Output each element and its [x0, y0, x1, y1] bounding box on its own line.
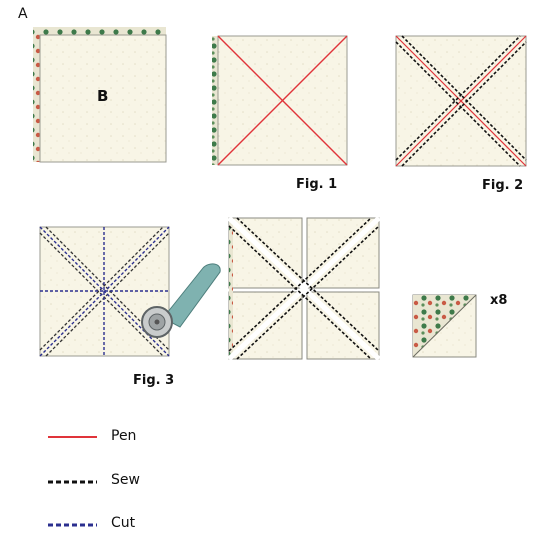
cut-pieces	[227, 216, 381, 361]
multiplier-label: x8	[490, 293, 508, 308]
square-b	[33, 27, 167, 163]
panel-label: A	[18, 6, 28, 22]
pen-line	[217, 35, 348, 166]
fig3-caption: Fig. 3	[133, 373, 175, 388]
legend-label-pen: Pen	[111, 428, 137, 444]
fig2-square	[395, 35, 527, 167]
cut-line	[39, 226, 170, 357]
rotary-cutter-icon	[141, 263, 221, 338]
sew-line	[401, 35, 527, 161]
single-hst-piece	[412, 294, 477, 358]
fig1-caption: Fig. 1	[296, 177, 338, 192]
sew-line	[395, 41, 521, 167]
legend-swatches	[48, 436, 97, 527]
sew-line	[401, 41, 527, 167]
fig3-square	[39, 226, 170, 357]
block-label: B	[97, 87, 109, 105]
fig2-caption: Fig. 2	[482, 178, 524, 193]
legend-label-cut: Cut	[111, 515, 136, 531]
legend-label-sew: Sew	[111, 472, 140, 488]
sew-line	[395, 35, 521, 161]
fig1-square	[212, 35, 348, 166]
